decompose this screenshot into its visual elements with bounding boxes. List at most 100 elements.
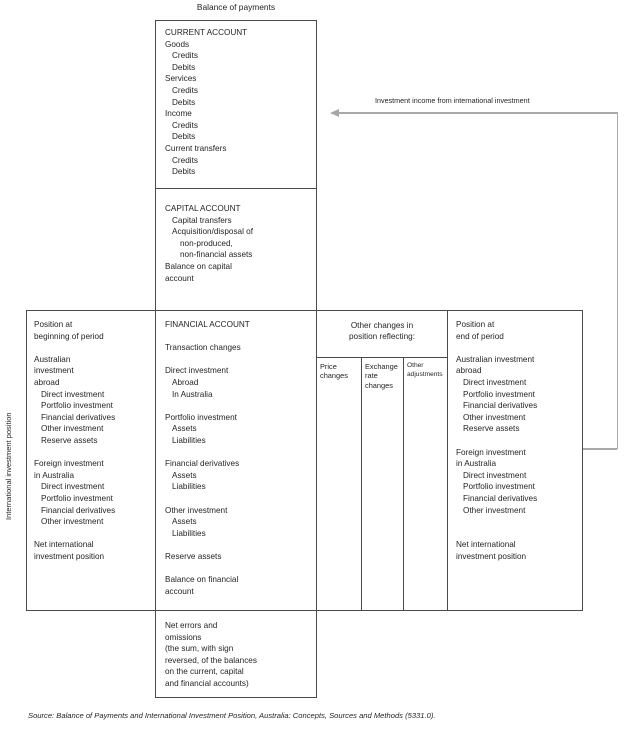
text-line: Debits: [172, 62, 196, 72]
text-line: Assets: [172, 424, 197, 434]
text-line: Direct investment: [463, 377, 527, 387]
text-line: non-financial assets: [180, 250, 253, 260]
international-investment-position-label: International investment position: [4, 412, 13, 520]
arrow-connector-vertical-line: [616, 112, 618, 449]
text-line: Capital transfers: [172, 215, 232, 225]
text-line: Financial derivatives: [165, 459, 240, 469]
text-line: Other investment: [41, 517, 104, 527]
text-line: Financial derivatives: [463, 401, 538, 411]
text-line: in Australia: [456, 459, 497, 469]
text-line: investment position: [34, 551, 105, 561]
text-line: Portfolio investment: [463, 389, 535, 399]
text-line: end of period: [456, 331, 504, 341]
text-line: Direct investment: [41, 482, 105, 492]
text-line: reversed, of the balances: [165, 655, 257, 665]
text-line: Income: [165, 109, 192, 119]
text-line: CURRENT ACCOUNT: [165, 28, 248, 37]
text-line: Balance on capital: [165, 261, 232, 271]
text-line: account: [165, 586, 194, 596]
text-line: on the current, capital: [165, 667, 244, 677]
exchange-rate-changes-column: Exchange rate changes: [362, 358, 404, 610]
text-line: [165, 493, 316, 505]
text-line: [456, 435, 582, 447]
text-line: [165, 562, 316, 574]
text-line: [456, 528, 582, 540]
text-line: Acquisition/disposal of: [172, 227, 254, 237]
text-line: Position at: [34, 320, 73, 329]
text-line: Transaction changes: [165, 343, 241, 353]
text-line: Net international: [456, 540, 516, 550]
text-line: Financial derivatives: [463, 493, 538, 503]
text-line: Portfolio investment: [463, 482, 535, 492]
text-line: abroad: [34, 377, 60, 387]
text-line: [34, 342, 155, 354]
text-line: beginning of period: [34, 331, 104, 341]
text-line: Direct investment: [41, 389, 105, 399]
other-adjustments-column: Other adjustments: [407, 362, 443, 378]
other-changes-header-line2: position reflecting:: [349, 332, 415, 342]
text-line: Reserve assets: [41, 435, 98, 445]
text-line: Services: [165, 74, 197, 84]
text-line: and financial accounts): [165, 678, 249, 688]
text-line: Credits: [172, 85, 198, 95]
other-changes-columns: Price changes Exchange rate changes Othe…: [317, 358, 447, 610]
text-line: [456, 342, 582, 354]
text-line: Other investment: [165, 505, 228, 515]
investment-income-arrow-line: [338, 112, 618, 114]
text-line: Assets: [172, 470, 197, 480]
text-line: Position at: [456, 320, 495, 329]
text-line: Liabilities: [172, 528, 206, 538]
text-line: [456, 516, 582, 528]
text-line: [165, 354, 316, 366]
text-line: [165, 447, 316, 459]
text-line: Australian: [34, 354, 71, 364]
text-line: Credits: [172, 155, 198, 165]
other-changes-header: Other changes in position reflecting:: [317, 311, 447, 358]
text-line: Financial derivatives: [41, 412, 116, 422]
text-line: account: [165, 273, 194, 283]
text-line: Other investment: [463, 412, 526, 422]
text-line: Other investment: [463, 505, 526, 515]
text-line: Net international: [34, 540, 94, 550]
other-changes-header-line1: Other changes in: [350, 321, 414, 330]
text-line: Debits: [172, 97, 196, 107]
text-line: Debits: [172, 132, 196, 142]
text-line: Direct investment: [463, 470, 527, 480]
text-line: [165, 400, 316, 412]
text-line: In Australia: [172, 389, 213, 399]
text-line: investment: [34, 366, 74, 376]
text-line: Current transfers: [165, 143, 227, 153]
text-line: [34, 447, 155, 459]
diagram-title: Balance of payments: [196, 2, 276, 12]
text-line: Portfolio investment: [41, 493, 113, 503]
text-line: Reserve assets: [165, 551, 222, 561]
text-line: investment position: [456, 551, 527, 561]
text-line: Financial derivatives: [41, 505, 116, 515]
text-line: Portfolio investment: [41, 401, 113, 411]
text-line: Australian investment: [456, 354, 535, 364]
text-line: Reserve assets: [463, 424, 520, 434]
text-line: Abroad: [172, 377, 199, 387]
other-changes-box: Other changes in position reflecting: Pr…: [316, 310, 448, 611]
text-line: Credits: [172, 120, 198, 130]
text-line: Direct investment: [165, 366, 229, 376]
price-changes-column: Price changes: [317, 358, 362, 610]
text-line: [165, 539, 316, 551]
text-line: (the sum, with sign: [165, 644, 234, 654]
text-line: [165, 331, 316, 343]
text-line: Other investment: [41, 424, 104, 434]
text-line: Credits: [172, 51, 198, 61]
text-line: CAPITAL ACCOUNT: [165, 204, 241, 213]
source-note: Source: Balance of Payments and Internat…: [28, 711, 436, 720]
text-line: Foreign investment: [34, 459, 104, 469]
text-line: in Australia: [34, 470, 75, 480]
text-line: Debits: [172, 167, 196, 177]
text-line: omissions: [165, 632, 202, 642]
